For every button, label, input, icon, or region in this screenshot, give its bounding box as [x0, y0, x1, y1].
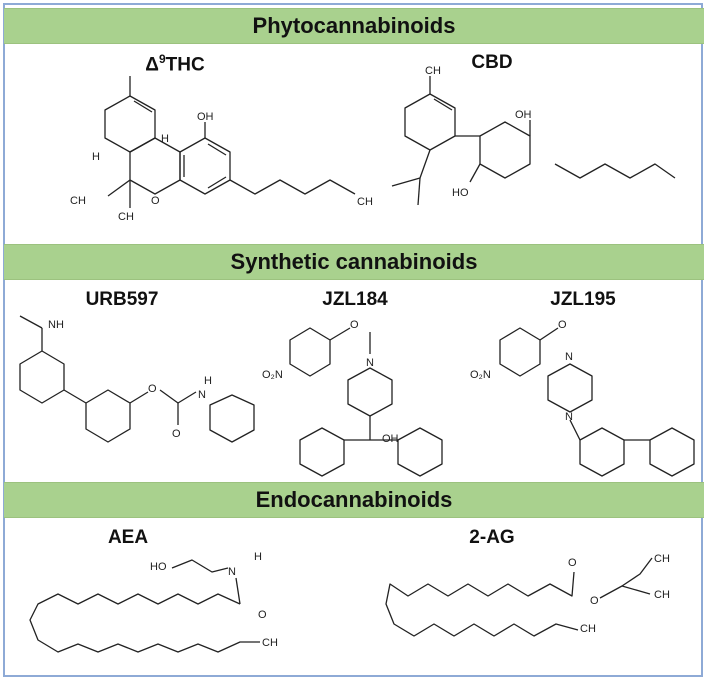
aea-h-label: H [254, 551, 262, 563]
compound-name-2ag: 2-AG [469, 527, 515, 548]
compound-name-jzl184: JZL184 [322, 289, 388, 310]
section-title: Phytocannabinoids [252, 13, 456, 38]
2ag-ch3-right: CH [654, 589, 670, 601]
name-suffix: THC [165, 54, 205, 76]
jzl184-n-label: N [366, 357, 374, 369]
cbd-pentyl-chain [554, 163, 676, 179]
2ag-o2-label: O [590, 595, 599, 607]
thc-oh-label: OH [197, 111, 214, 123]
thc-ch3-left: CH [70, 195, 86, 207]
cbd-methyl-label: CH [425, 65, 441, 77]
name-prefix: Δ [145, 54, 159, 76]
aea-o-label: O [258, 609, 267, 621]
compound-name-aea: AEA [107, 527, 149, 548]
jzl195-o2n-label: O₂N [470, 369, 491, 381]
thc-h-upper: H [161, 133, 169, 145]
compound-name-jzl195: JZL195 [550, 289, 616, 310]
jzl195-n2-label: N [565, 411, 573, 423]
jzl184-ester-o-label: O [350, 319, 359, 331]
2ag-o1-label: O [568, 557, 577, 569]
urb-ring-cyclohexyl [209, 394, 255, 443]
thc-ch3-tail: CH [357, 196, 373, 208]
jzl195-ring-nitrophenyl [499, 327, 541, 377]
thc-h-lower: H [92, 151, 100, 163]
compound-name-urb597: URB597 [85, 289, 159, 310]
jzl195-ring-phenyl [579, 427, 625, 477]
jzl184-ring-benzodioxole-left [299, 427, 345, 477]
aea-ch3-label: CH [262, 637, 278, 649]
aea-ethanol-chain [171, 559, 229, 573]
jzl195-ring-phenoxy [649, 427, 695, 477]
jzl195-ring-piperazine [547, 363, 593, 413]
urb-n-label: N [198, 389, 206, 401]
2ag-ch3-top: CH [654, 553, 670, 565]
2ag-glycerol [599, 557, 653, 599]
compound-name-cbd: CBD [471, 52, 513, 73]
cbd-oh-top: OH [515, 109, 532, 121]
compound-name-thc: Δ9THC [145, 52, 204, 76]
jzl184-ring-nitrophenyl [289, 327, 331, 377]
jzl184-ring-benzodioxole-right [397, 427, 443, 477]
aea-ho-label: HO [150, 561, 167, 573]
thc-pentyl-chain [229, 179, 356, 195]
section-title: Endocannabinoids [255, 487, 453, 512]
section-band-phytocannabinoids: Phytocannabinoids [4, 8, 704, 44]
jzl195-ester-o-label: O [558, 319, 567, 331]
aea-n-label: N [228, 566, 236, 578]
section-band-synthetic: Synthetic cannabinoids [4, 244, 704, 280]
jzl184-o2n-label: O₂N [262, 369, 283, 381]
thc-ch3-bottom: CH [118, 211, 134, 223]
jzl184-oh-label: OH [382, 433, 399, 445]
2ag-fatty-chain [385, 571, 579, 637]
urb-o2-label: O [172, 428, 181, 440]
urb-nh2-label: NH [48, 319, 64, 331]
section-title: Synthetic cannabinoids [230, 249, 478, 274]
name-superscript: 9 [158, 52, 166, 66]
aea-fatty-chain [29, 593, 260, 653]
urb-ring-phenyl [85, 389, 131, 443]
figure-frame [3, 3, 703, 677]
cbd-ho-bottom: HO [452, 187, 469, 199]
urb-o1-label: O [148, 383, 157, 395]
thc-o-label: O [151, 195, 160, 207]
section-band-endocannabinoids: Endocannabinoids [4, 482, 704, 518]
2ag-ch3-tail: CH [580, 623, 596, 635]
jzl195-n1-label: N [565, 351, 573, 363]
urb-h-label: H [204, 375, 212, 387]
